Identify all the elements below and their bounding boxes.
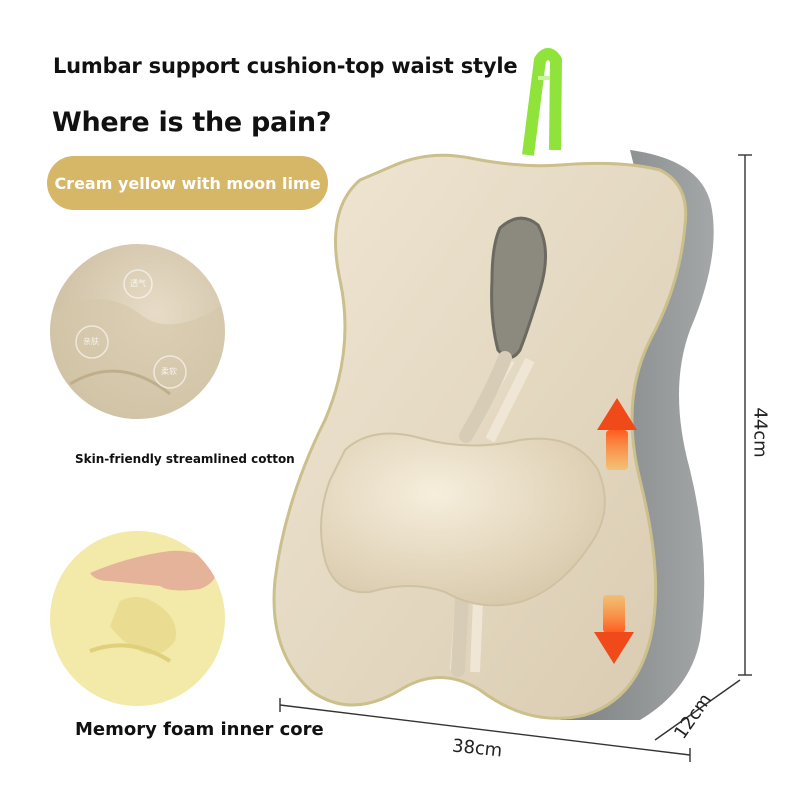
fabric-badge-3: 柔软 [161, 367, 177, 376]
fabric-badge-1: 透气 [130, 279, 146, 288]
cushion-hole [490, 216, 548, 359]
feature-caption-fabric: Skin-friendly streamlined cotton [75, 452, 295, 466]
handle-strap [522, 48, 562, 156]
color-option-badge[interactable]: Cream yellow with moon lime [47, 156, 328, 210]
fabric-texture-icon [50, 244, 225, 419]
dimension-height: 44cm [749, 407, 771, 458]
lumbar-pillow [320, 432, 606, 607]
page-title: Where is the pain? [52, 107, 332, 138]
arrow-up-icon [597, 398, 637, 470]
badge-skin-friendly-icon [75, 325, 109, 359]
hand-shape [90, 550, 216, 591]
arrow-down-icon [594, 595, 634, 664]
badge-soft-icon [153, 355, 187, 389]
feature-caption-foam: Memory foam inner core [75, 719, 324, 740]
cushion-side [560, 150, 714, 720]
fabric-badge-2: 亲肤 [83, 337, 99, 346]
memory-foam-hand-icon [50, 531, 225, 706]
badge-breathable-icon [123, 269, 153, 299]
product-title: Lumbar support cushion-top waist style [53, 54, 518, 78]
dimension-lines [279, 154, 752, 762]
